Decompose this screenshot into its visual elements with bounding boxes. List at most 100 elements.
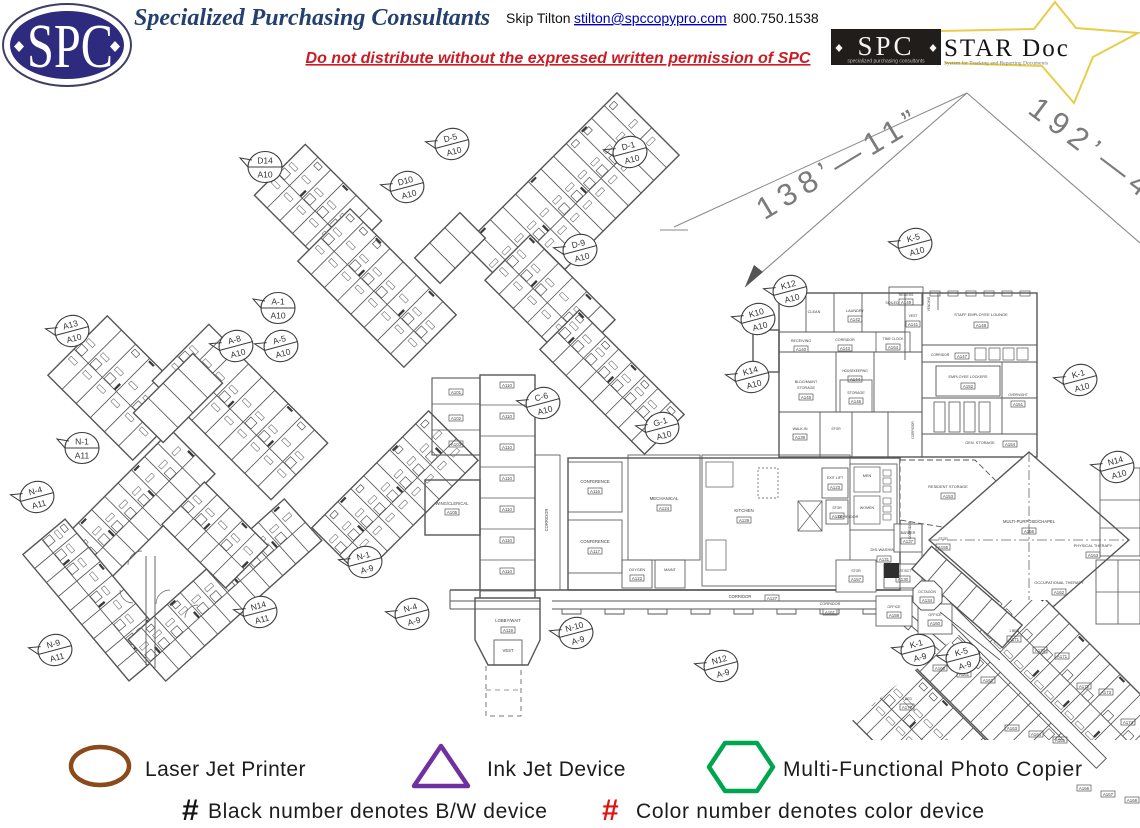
svg-text:A10: A10 <box>1110 467 1127 481</box>
svg-text:PHYSICAL THERAPY: PHYSICAL THERAPY <box>1074 543 1113 548</box>
svg-text:A101: A101 <box>451 390 462 395</box>
svg-text:A10: A10 <box>270 311 285 321</box>
svg-text:A160: A160 <box>935 666 946 671</box>
svg-text:BLDG/MAINT: BLDG/MAINT <box>795 380 818 384</box>
svg-text:N-1: N-1 <box>75 437 89 447</box>
svg-text:MEN: MEN <box>863 474 872 478</box>
svg-text:A172: A172 <box>1079 684 1090 689</box>
svg-text:K-1: K-1 <box>909 637 925 650</box>
svg-text:SPC: SPC <box>27 12 113 81</box>
svg-text:A10: A10 <box>655 428 672 442</box>
svg-text:A137: A137 <box>903 539 914 544</box>
svg-text:N-1: N-1 <box>355 549 371 562</box>
svg-text:A10: A10 <box>745 377 762 391</box>
svg-text:CORRIDOR: CORRIDOR <box>729 594 752 599</box>
svg-text:OVERNIGHT: OVERNIGHT <box>1008 393 1028 397</box>
svg-text:A131: A131 <box>879 557 890 562</box>
svg-text:A151: A151 <box>1013 402 1024 407</box>
svg-text:A10: A10 <box>400 187 417 201</box>
svg-text:A129: A129 <box>739 518 750 523</box>
svg-text:C-6: C-6 <box>533 390 549 403</box>
svg-text:STOR: STOR <box>831 427 841 431</box>
svg-text:K-1: K-1 <box>1071 367 1087 380</box>
svg-text:A-9: A-9 <box>912 651 928 664</box>
svg-text:N12: N12 <box>710 653 728 667</box>
svg-text:VEST: VEST <box>909 314 918 318</box>
svg-text:A161: A161 <box>959 672 970 677</box>
svg-text:STOR: STOR <box>851 569 861 573</box>
svg-text:A123: A123 <box>830 485 841 490</box>
svg-text:A110: A110 <box>502 383 512 388</box>
svg-text:A10: A10 <box>623 152 640 166</box>
svg-text:K12: K12 <box>780 278 797 292</box>
svg-text:A146: A146 <box>851 399 862 404</box>
svg-text:#: # <box>602 794 619 827</box>
svg-text:A140: A140 <box>796 347 807 352</box>
svg-text:SOILED: SOILED <box>885 301 899 305</box>
svg-text:A-9: A-9 <box>406 615 422 628</box>
svg-text:STOR: STOR <box>938 537 948 541</box>
svg-text:A155: A155 <box>938 545 949 550</box>
svg-text:K14: K14 <box>742 364 759 378</box>
svg-text:A10: A10 <box>536 403 553 417</box>
svg-text:A110: A110 <box>502 507 512 512</box>
svg-text:A162: A162 <box>1054 590 1065 595</box>
svg-text:RECESS: RECESS <box>899 293 914 297</box>
svg-text:LAUNDRY: LAUNDRY <box>846 309 865 313</box>
svg-text:Do not distribute without the: Do not distribute without the expressed … <box>306 50 811 67</box>
svg-text:TIME CLOCK: TIME CLOCK <box>883 337 904 341</box>
svg-text:1 BED: 1 BED <box>1009 629 1019 633</box>
svg-text:CORRIDOR: CORRIDOR <box>931 353 950 357</box>
svg-text:D-1: D-1 <box>620 139 636 152</box>
svg-text:A10: A10 <box>257 170 272 180</box>
svg-text:N14: N14 <box>1106 454 1124 468</box>
svg-text:A110: A110 <box>502 445 512 450</box>
svg-text:A10: A10 <box>65 331 82 345</box>
svg-text:CONFERENCE: CONFERENCE <box>580 539 610 544</box>
svg-text:A119: A119 <box>503 628 513 633</box>
svg-text:A162: A162 <box>983 678 994 683</box>
svg-text:CORRIDOR: CORRIDOR <box>911 421 915 439</box>
svg-text:N-9: N-9 <box>45 637 61 650</box>
svg-text:RECEIVING: RECEIVING <box>791 339 811 343</box>
svg-text:CONFERENCE: CONFERENCE <box>580 479 610 484</box>
svg-text:OXYGEN: OXYGEN <box>629 568 646 572</box>
svg-text:STORAGE: STORAGE <box>847 391 865 395</box>
svg-text:A148: A148 <box>976 323 987 328</box>
svg-text:A171: A171 <box>1057 654 1068 659</box>
svg-text:A156: A156 <box>1024 529 1035 534</box>
svg-text:A170: A170 <box>1035 648 1046 653</box>
svg-text:K10: K10 <box>748 306 765 320</box>
svg-text:D-5: D-5 <box>442 131 458 144</box>
svg-text:A144: A144 <box>850 377 861 382</box>
svg-text:STAR Doc: STAR Doc <box>944 35 1070 62</box>
svg-text:SPC: SPC <box>857 31 914 61</box>
svg-text:A130: A130 <box>898 577 909 582</box>
svg-text:D-9: D-9 <box>570 237 586 250</box>
svg-text:EXIT LIFT: EXIT LIFT <box>827 476 844 480</box>
svg-text:A122: A122 <box>632 576 643 581</box>
svg-text:STOR: STOR <box>832 506 842 510</box>
svg-text:A-1: A-1 <box>271 297 285 307</box>
svg-text:A-9: A-9 <box>359 563 375 576</box>
svg-text:A110: A110 <box>502 476 512 481</box>
svg-text:A13: A13 <box>62 318 79 332</box>
svg-text:A124: A124 <box>659 506 670 511</box>
svg-text:System for Tracking and Report: System for Tracking and Reporting Docume… <box>944 60 1048 67</box>
svg-text:WOMEN: WOMEN <box>860 506 875 510</box>
svg-text:DIS-WASHING: DIS-WASHING <box>871 547 898 552</box>
svg-text:A157: A157 <box>851 577 862 582</box>
svg-text:HOUSEKEEPING: HOUSEKEEPING <box>842 369 868 373</box>
svg-text:N-10: N-10 <box>564 619 585 633</box>
svg-text:A102: A102 <box>451 416 462 421</box>
svg-text:A164: A164 <box>1031 732 1042 737</box>
svg-text:OFFICE: OFFICE <box>928 613 942 617</box>
svg-text:A159: A159 <box>889 613 900 618</box>
svg-text:A11: A11 <box>49 650 66 663</box>
svg-text:192’—4: 192’—4 <box>1022 90 1140 208</box>
svg-text:A11: A11 <box>31 497 48 510</box>
svg-text:CORRIDOR: CORRIDOR <box>908 520 912 539</box>
svg-text:#: # <box>182 794 199 827</box>
svg-text:A128: A128 <box>832 514 843 519</box>
svg-text:OCTAGON: OCTAGON <box>918 590 936 594</box>
